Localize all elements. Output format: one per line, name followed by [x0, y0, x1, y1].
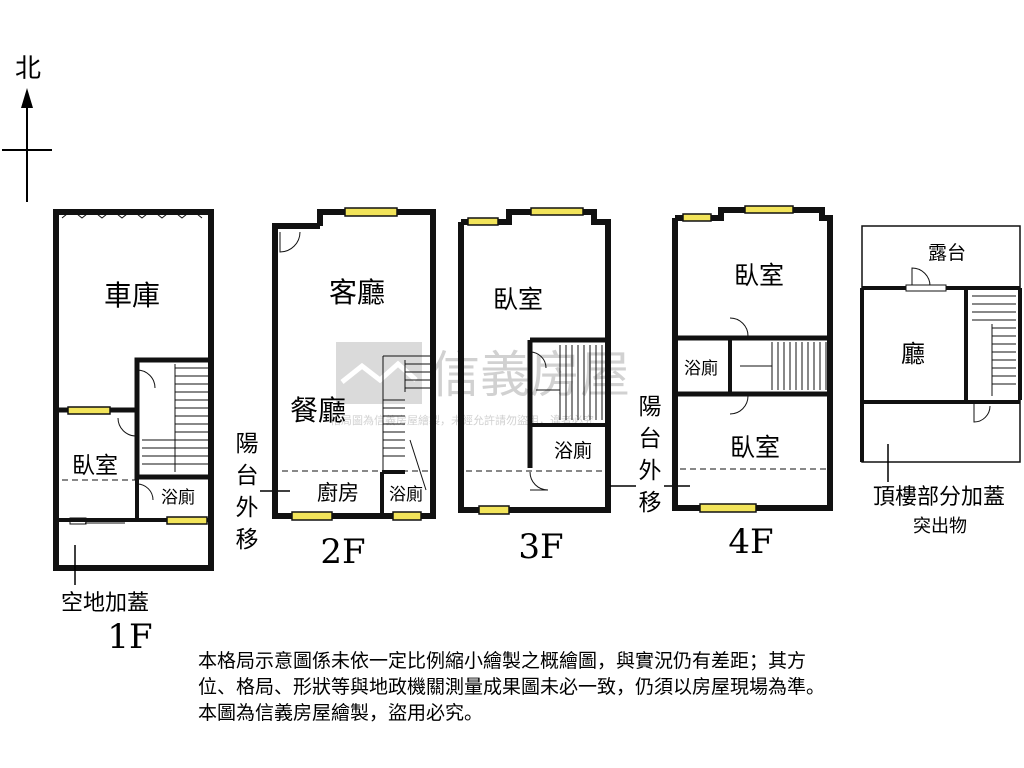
floor-1f — [53, 209, 214, 571]
compass: 北 — [2, 54, 52, 202]
disclaimer-line2: 位、格局、形狀等與地政機關測量成果圖未必一致，仍須以房屋現場為準。 — [198, 676, 826, 698]
roof-note-line2: 突出物 — [913, 516, 967, 537]
room-roof-terrace: 露台 — [928, 242, 966, 264]
disclaimer-line1: 本格局示意圖係未依一定比例縮小繪製之概繪圖，與實況仍有差距；其方 — [198, 650, 807, 672]
room-2f-living: 客廳 — [329, 276, 385, 309]
watermark: 信義房屋 格局圖為信義房屋繪製，未經允許請勿盜用，違者必究 — [330, 342, 630, 427]
north-arrow-icon — [21, 88, 33, 108]
north-label: 北 — [15, 54, 41, 84]
roof-note-line1: 頂樓部分加蓋 — [873, 485, 1005, 510]
floor-4f — [672, 205, 833, 513]
room-4f-bath: 浴廁 — [684, 358, 718, 379]
room-1f-garage: 車庫 — [104, 279, 160, 312]
floor-3f — [458, 207, 611, 515]
floor-4f-label: 4F — [728, 522, 773, 562]
room-2f-bath: 浴廁 — [389, 484, 423, 505]
room-1f-bath: 浴廁 — [161, 487, 195, 508]
svg-text:陽: 陽 — [639, 394, 662, 420]
disclaimer: 本格局示意圖係未依一定比例縮小繪製之概繪圖，與實況仍有差距；其方 位、格局、形狀… — [198, 648, 998, 726]
balcony-moved-b: 陽 台 外 移 — [610, 394, 690, 516]
svg-text:台: 台 — [236, 463, 259, 489]
svg-text:外: 外 — [639, 458, 662, 484]
balcony-moved-a: 陽 台 外 移 — [236, 431, 290, 553]
svg-text:移: 移 — [236, 527, 259, 553]
floor-3f-label: 3F — [518, 527, 563, 567]
room-1f-bedroom: 臥室 — [72, 453, 118, 479]
room-2f-kitchen: 廚房 — [317, 481, 359, 505]
svg-text:外: 外 — [236, 495, 259, 521]
floor-1f-label: 1F — [107, 617, 152, 657]
floor-2f — [272, 207, 436, 521]
disclaimer-line3: 本圖為信義房屋繪製，盜用必究。 — [198, 702, 484, 724]
svg-text:陽: 陽 — [236, 431, 259, 457]
floor-2f-label: 2F — [320, 532, 365, 572]
svg-text:移: 移 — [639, 490, 662, 516]
floor-1f-note: 空地加蓋 — [61, 591, 149, 616]
svg-text:台: 台 — [639, 426, 662, 452]
room-4f-bedroom-top: 臥室 — [734, 261, 784, 290]
room-3f-bath: 浴廁 — [554, 439, 592, 462]
room-roof-hall: 廳 — [901, 340, 925, 368]
floor-roof — [860, 225, 1022, 463]
room-4f-bedroom-bottom: 臥室 — [730, 433, 780, 462]
room-3f-bedroom: 臥室 — [493, 285, 543, 314]
room-2f-dining: 餐廳 — [290, 394, 346, 427]
